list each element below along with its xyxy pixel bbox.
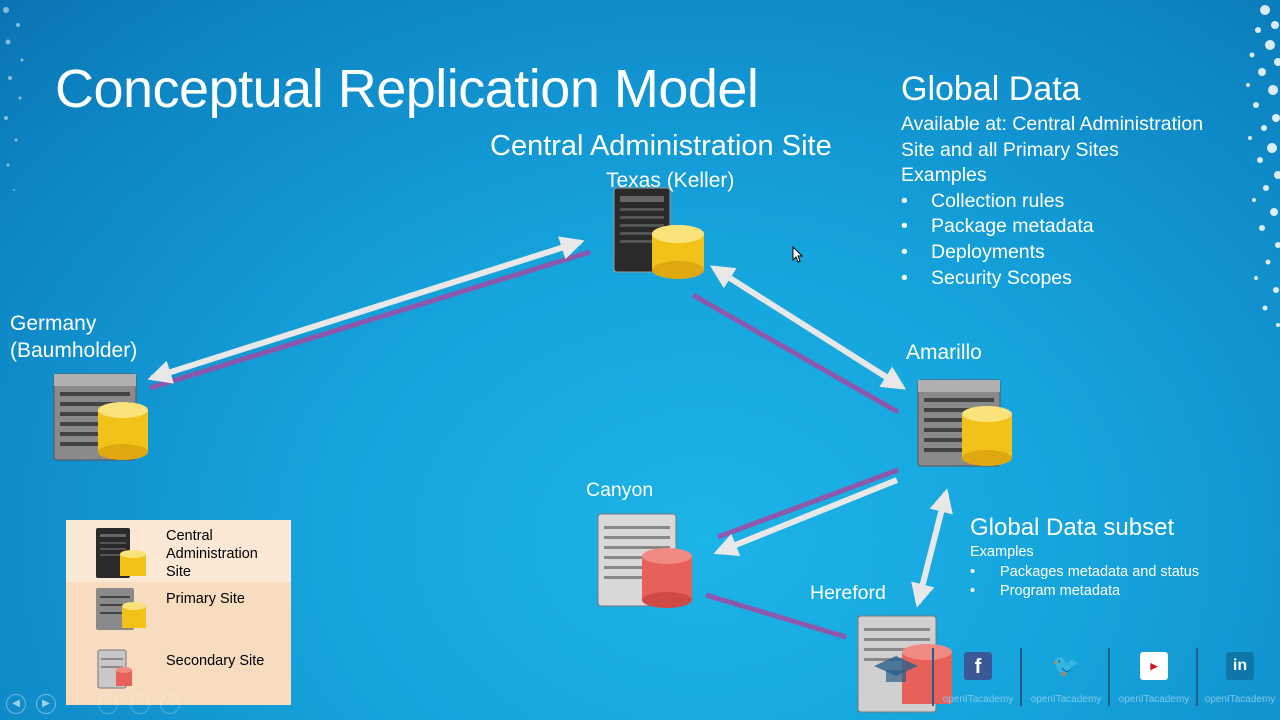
legend-cas-label-line2: Administration xyxy=(166,546,258,562)
youtube-link[interactable]: ▶ openITacademy xyxy=(1114,652,1194,705)
legend-primary-label: Primary Site xyxy=(166,591,245,607)
replication-line-cas-amarillo xyxy=(691,292,900,415)
global-subset-item: Program metadata xyxy=(970,582,1250,602)
replication-line-cas-germany xyxy=(149,249,591,391)
academy-logo-icon[interactable] xyxy=(868,652,924,692)
germany-label-line1: Germany xyxy=(10,312,97,335)
global-data-available-line1: Available at: Central Administration xyxy=(901,113,1204,135)
youtube-icon: ▶ xyxy=(1140,652,1168,680)
global-subset-list: Packages metadata and status Program met… xyxy=(970,563,1250,602)
twitter-handle: openITacademy xyxy=(1030,694,1102,705)
global-data-available-line2: Site and all Primary Sites xyxy=(901,138,1119,161)
left-dots-decoration xyxy=(3,7,24,191)
replication-line-amarillo-canyon xyxy=(717,467,899,540)
global-subset-title: Global Data subset xyxy=(970,514,1175,541)
facebook-icon: f xyxy=(964,652,992,680)
arrow-amarillo-hereford xyxy=(911,488,953,608)
cas-location: Texas (Keller) xyxy=(606,169,735,192)
cas-title: Central Administration Site xyxy=(490,130,832,162)
footer-divider xyxy=(932,648,934,706)
legend-cas-icon xyxy=(96,528,146,578)
legend-primary-icon xyxy=(96,588,146,630)
footer-divider xyxy=(1196,648,1198,706)
page-title: Conceptual Replication Model xyxy=(55,59,759,120)
replication-line-canyon-hereford xyxy=(705,592,847,640)
server-icon-amarillo xyxy=(917,379,1012,467)
footer-divider xyxy=(1108,648,1110,706)
server-icon-germany xyxy=(53,373,148,461)
global-subset-item: Packages metadata and status xyxy=(970,563,1250,583)
facebook-handle: openITacademy xyxy=(942,694,1014,705)
global-data-item: Security Scopes xyxy=(901,266,1241,292)
previous-slide-icon[interactable]: ◀ xyxy=(6,694,26,714)
linkedin-icon: in xyxy=(1226,652,1254,680)
hereford-label: Hereford xyxy=(810,582,886,604)
germany-label-line2: (Baumholder) xyxy=(10,339,138,362)
legend-cas-label-line1: Central xyxy=(166,528,213,544)
youtube-handle: openITacademy xyxy=(1118,694,1190,705)
twitter-link[interactable]: 🐦 openITacademy xyxy=(1026,652,1106,705)
zoom-icon[interactable] xyxy=(130,694,150,714)
global-data-list: Collection rules Package metadata Deploy… xyxy=(901,189,1241,291)
linkedin-link[interactable]: in openITacademy xyxy=(1200,652,1280,705)
global-data-examples-label: Examples xyxy=(901,164,987,187)
legend-row-primary: Primary Site xyxy=(66,582,291,644)
twitter-icon: 🐦 xyxy=(1052,653,1080,678)
legend: Central Administration Site Primary Site… xyxy=(66,520,291,705)
global-data-item: Collection rules xyxy=(901,189,1241,215)
global-subset-examples-label: Examples xyxy=(970,544,1034,560)
legend-secondary-icon xyxy=(97,649,132,689)
mouse-pointer-icon xyxy=(792,246,804,263)
slide-controls: ◀ ▶ xyxy=(6,694,186,716)
arrow-cas-amarillo xyxy=(709,265,907,390)
global-data-body: Available at: Central Administration Sit… xyxy=(901,112,1241,291)
corner-decoration xyxy=(1246,5,1280,327)
arrow-cas-germany xyxy=(147,236,585,384)
slide-menu-icon[interactable] xyxy=(98,694,118,714)
legend-row-cas: Central Administration Site xyxy=(66,520,291,582)
server-icon-cas xyxy=(613,187,704,279)
legend-cas-label: Central Administration Site xyxy=(166,527,258,581)
server-icon-canyon xyxy=(597,513,692,608)
linkedin-handle: openITacademy xyxy=(1204,694,1276,705)
canyon-label: Canyon xyxy=(586,479,654,501)
legend-cas-label-line3: Site xyxy=(166,564,191,580)
facebook-link[interactable]: f openITacademy xyxy=(938,652,1018,705)
global-data-item: Deployments xyxy=(901,240,1241,266)
germany-label: Germany (Baumholder) xyxy=(10,312,137,363)
global-data-item: Package metadata xyxy=(901,214,1241,240)
arrow-amarillo-canyon xyxy=(713,477,899,556)
social-footer: f openITacademy 🐦 openITacademy ▶ openIT… xyxy=(866,648,1280,708)
amarillo-label: Amarillo xyxy=(906,341,982,364)
next-slide-icon[interactable]: ▶ xyxy=(36,694,56,714)
global-data-title: Global Data xyxy=(901,70,1081,108)
global-subset-body: Examples Packages metadata and status Pr… xyxy=(970,543,1250,602)
legend-row-secondary: Secondary Site xyxy=(66,644,291,705)
legend-secondary-label: Secondary Site xyxy=(166,653,265,669)
more-options-icon[interactable] xyxy=(160,694,180,714)
footer-divider xyxy=(1020,648,1022,706)
